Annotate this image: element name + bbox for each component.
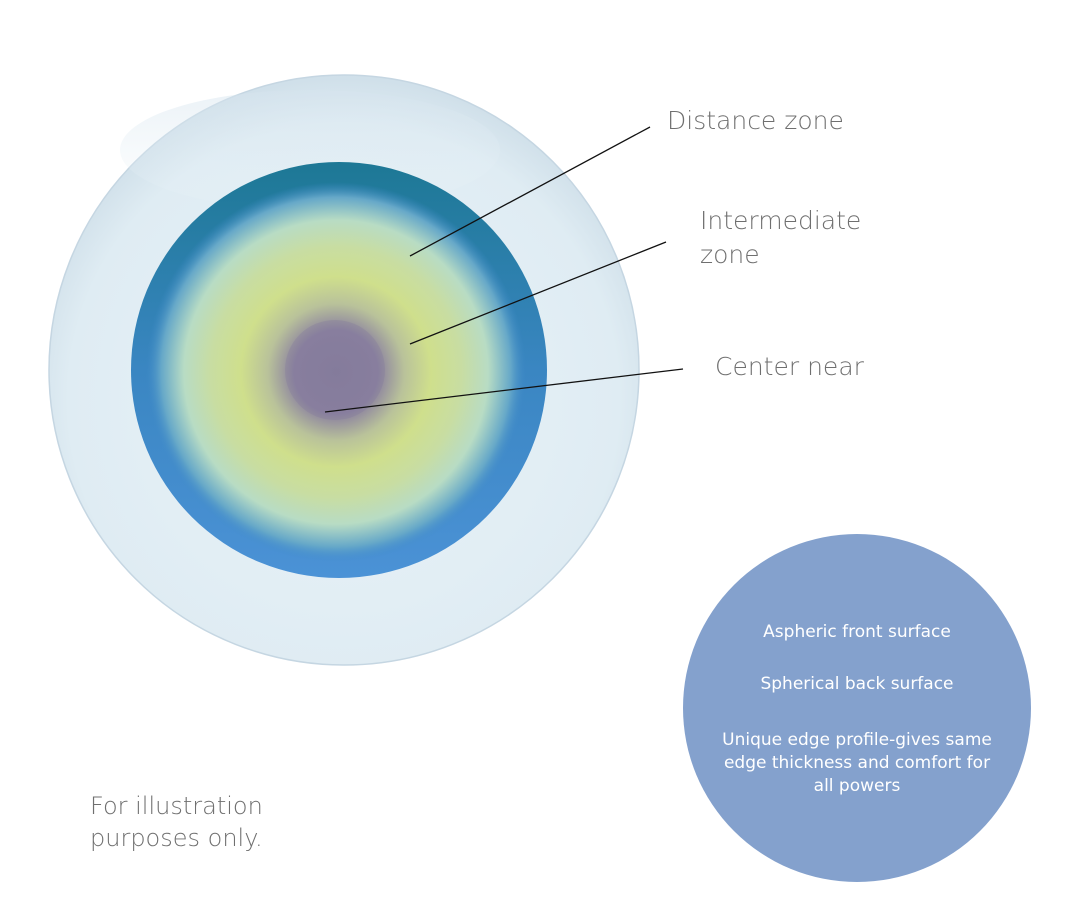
- intermediate-zone: [146, 182, 526, 562]
- feature-spherical-back: Spherical back surface: [760, 674, 954, 694]
- features-circle: Aspheric front surface Spherical back su…: [683, 534, 1031, 882]
- disclaimer-text: For illustration purposes only.: [90, 792, 263, 852]
- distance-leader-line: [409, 126, 651, 257]
- center-near-label: Center near: [715, 352, 864, 381]
- center-near-zone: [285, 320, 385, 420]
- feature-aspheric-front: Aspheric front surface: [763, 622, 951, 642]
- center-leader-line: [324, 368, 684, 413]
- intermediate-leader-line: [409, 241, 667, 345]
- distance-zone-label: Distance zone: [667, 106, 844, 135]
- feature-edge-profile: Unique edge profile-gives same edge thic…: [722, 730, 992, 796]
- intermediate-zone-label: Intermediate zone: [700, 206, 862, 269]
